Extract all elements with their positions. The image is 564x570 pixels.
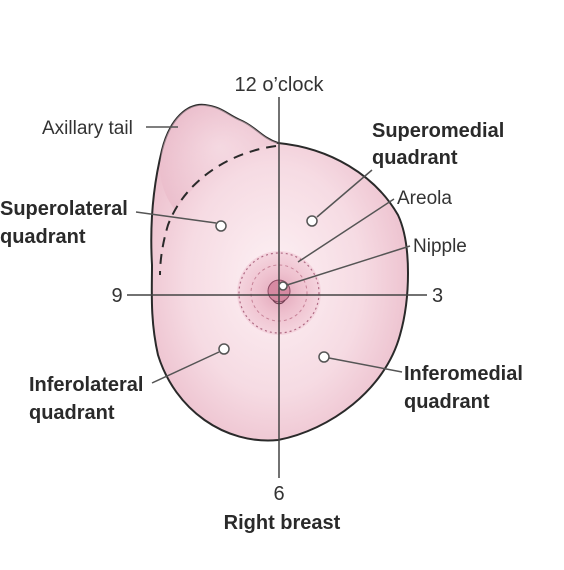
inferolateral-marker [218,343,230,355]
areola-leader [297,198,395,263]
axillary-tail-dashed-boundary [159,145,277,276]
superomedial-leader [316,169,373,218]
inferolateral-leader [151,351,220,384]
areola-dotted-ring [238,252,320,334]
superolateral-label-line2: quadrant [0,226,86,248]
axillary-tail-label: Axillary tail [42,118,133,139]
nipple-label: Nipple [413,236,467,257]
superolateral-marker [215,220,227,232]
diagram-caption: Right breast [224,512,341,534]
clock-3-label: 3 [432,285,443,307]
inferomedial-marker [318,351,330,363]
nipple-marker [278,281,288,291]
superomedial-label-line2: quadrant [372,147,458,169]
areola-label: Areola [397,188,452,209]
inferolateral-label-line2: quadrant [29,402,115,424]
inferomedial-leader [328,357,403,373]
superolateral-leader [135,211,217,224]
clock-9-label: 9 [111,285,122,307]
inferomedial-label-line1: Inferomedial [404,363,523,385]
superolateral-label-line1: Superolateral [0,198,128,220]
clock-12-label: 12 o’clock [235,74,325,96]
inferolateral-label-line1: Inferolateral [29,374,143,396]
superomedial-label-line1: Superomedial [372,120,504,142]
inferomedial-label-line2: quadrant [404,391,490,413]
axillary-tail-shape [160,104,278,210]
nipple-leader [286,245,411,286]
superomedial-marker [306,215,318,227]
clock-6-label: 6 [273,483,284,505]
